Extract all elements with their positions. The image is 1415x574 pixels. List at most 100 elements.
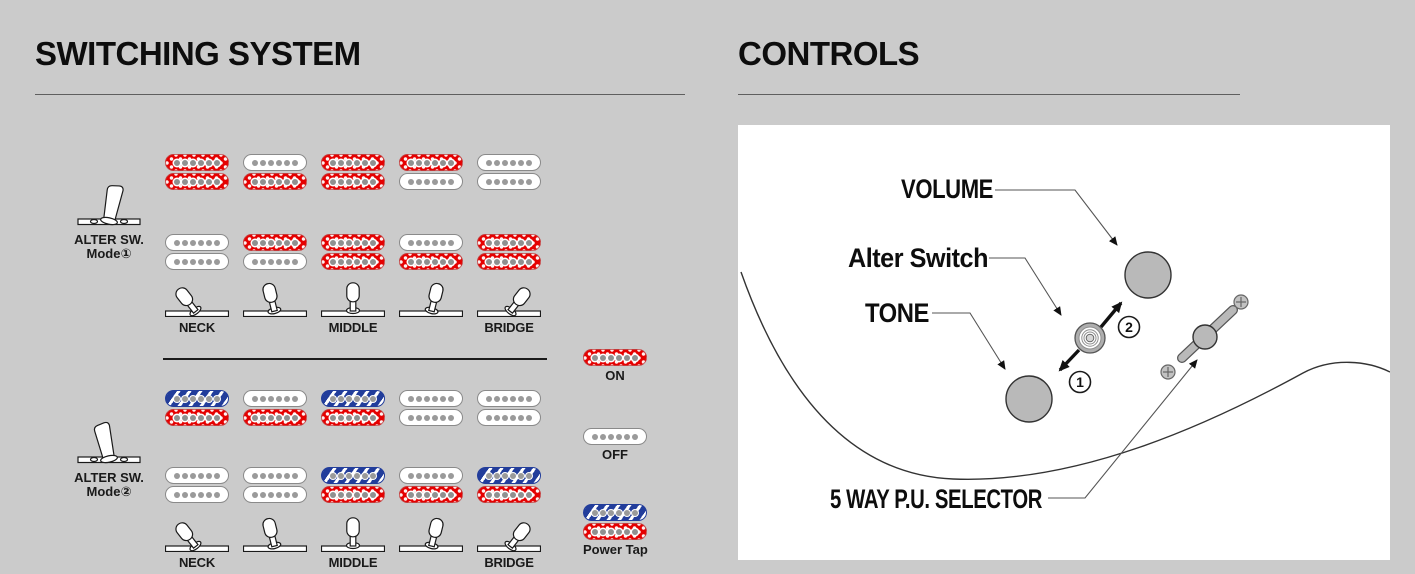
pole-piece	[370, 159, 376, 166]
svg-text:1: 1	[1076, 374, 1084, 390]
pole-piece	[206, 491, 212, 498]
pole-piece	[432, 178, 438, 185]
pole-piece	[526, 395, 532, 402]
pickup-coil-off	[399, 409, 463, 426]
pole-piece	[432, 472, 438, 479]
pole-piece	[268, 491, 274, 498]
pickup-selector-lever-icon	[165, 287, 229, 317]
pickup	[583, 504, 647, 540]
pickup-coil-off	[165, 467, 229, 484]
legend-power-tap: Power Tap	[583, 504, 648, 557]
pole-piece	[592, 433, 598, 440]
pole-piece	[486, 395, 492, 402]
pole-piece	[440, 239, 446, 246]
pole-piece	[424, 414, 430, 421]
pole-piece	[362, 395, 368, 402]
pole-piece	[182, 258, 188, 265]
pole-piece	[206, 159, 212, 166]
pole-piece	[190, 491, 196, 498]
pole-piece	[346, 395, 352, 402]
pole-piece	[252, 414, 258, 421]
mode2-bridge-pickup-row	[165, 467, 541, 503]
pickup-coil-off	[477, 390, 541, 407]
mode-divider-line	[163, 358, 547, 360]
pole-piece	[260, 395, 266, 402]
pole-piece	[174, 472, 180, 479]
pickup-coil-off	[477, 409, 541, 426]
pole-piece	[370, 395, 376, 402]
pole-piece	[440, 491, 446, 498]
pole-piece	[362, 414, 368, 421]
pole-piece	[632, 433, 638, 440]
pickup	[165, 154, 229, 190]
position-label	[243, 555, 307, 570]
pole-piece	[424, 472, 430, 479]
pole-piece	[260, 159, 266, 166]
pole-piece	[346, 178, 352, 185]
mode1-neck-pickup-row	[165, 154, 541, 190]
pole-piece	[608, 528, 614, 535]
pickup	[477, 154, 541, 190]
pole-piece	[284, 472, 290, 479]
pole-piece	[276, 258, 282, 265]
pole-piece	[292, 395, 298, 402]
pole-piece	[174, 178, 180, 185]
pickup	[583, 349, 647, 366]
pole-piece	[416, 414, 422, 421]
controls-diagram-panel: 2 1 VOLUME Alter Switch	[738, 125, 1391, 560]
pole-piece	[346, 472, 352, 479]
pole-piece	[252, 159, 258, 166]
pole-piece	[416, 159, 422, 166]
pole-piece	[214, 159, 220, 166]
pole-piece	[276, 491, 282, 498]
pickup	[399, 154, 463, 190]
pole-piece	[214, 472, 220, 479]
pole-piece	[198, 395, 204, 402]
pickup-coil-on	[477, 234, 541, 251]
pickup	[243, 234, 307, 270]
pole-piece	[182, 239, 188, 246]
pickup-coil-on	[243, 234, 307, 251]
legend-off-label: OFF	[602, 447, 628, 462]
pickup-coil-on	[165, 173, 229, 190]
pickup-coil-off	[243, 467, 307, 484]
pole-piece	[408, 178, 414, 185]
pole-piece	[182, 178, 188, 185]
position-label	[243, 320, 307, 335]
pole-piece	[268, 239, 274, 246]
pickup-coil-power-tap	[165, 390, 229, 407]
pickup-coil-off	[243, 486, 307, 503]
pole-piece	[362, 178, 368, 185]
pole-piece	[416, 395, 422, 402]
pole-piece	[354, 472, 360, 479]
pole-piece	[338, 491, 344, 498]
pole-piece	[494, 395, 500, 402]
pole-piece	[174, 491, 180, 498]
pickup-coil-on	[399, 253, 463, 270]
pole-piece	[408, 239, 414, 246]
position-label: BRIDGE	[484, 555, 534, 570]
pole-piece	[370, 178, 376, 185]
pole-piece	[346, 258, 352, 265]
pole-piece	[190, 239, 196, 246]
alter-switch-knob	[1074, 322, 1106, 354]
pole-piece	[494, 239, 500, 246]
pickup-coil-on	[477, 253, 541, 270]
pickup-coil-power-tap	[583, 504, 647, 521]
pole-piece	[510, 239, 516, 246]
legend-on-label: ON	[605, 368, 625, 383]
pole-piece	[214, 239, 220, 246]
pole-piece	[338, 178, 344, 185]
pole-piece	[408, 395, 414, 402]
pickup-coil-on	[165, 154, 229, 171]
pole-piece	[362, 239, 368, 246]
pole-piece	[486, 178, 492, 185]
pole-piece	[424, 491, 430, 498]
pickup-coil-on	[321, 253, 385, 270]
pickup-coil-on	[321, 234, 385, 251]
pole-piece	[600, 528, 606, 535]
pickup-coil-off	[399, 234, 463, 251]
pole-piece	[276, 472, 282, 479]
pole-piece	[354, 258, 360, 265]
